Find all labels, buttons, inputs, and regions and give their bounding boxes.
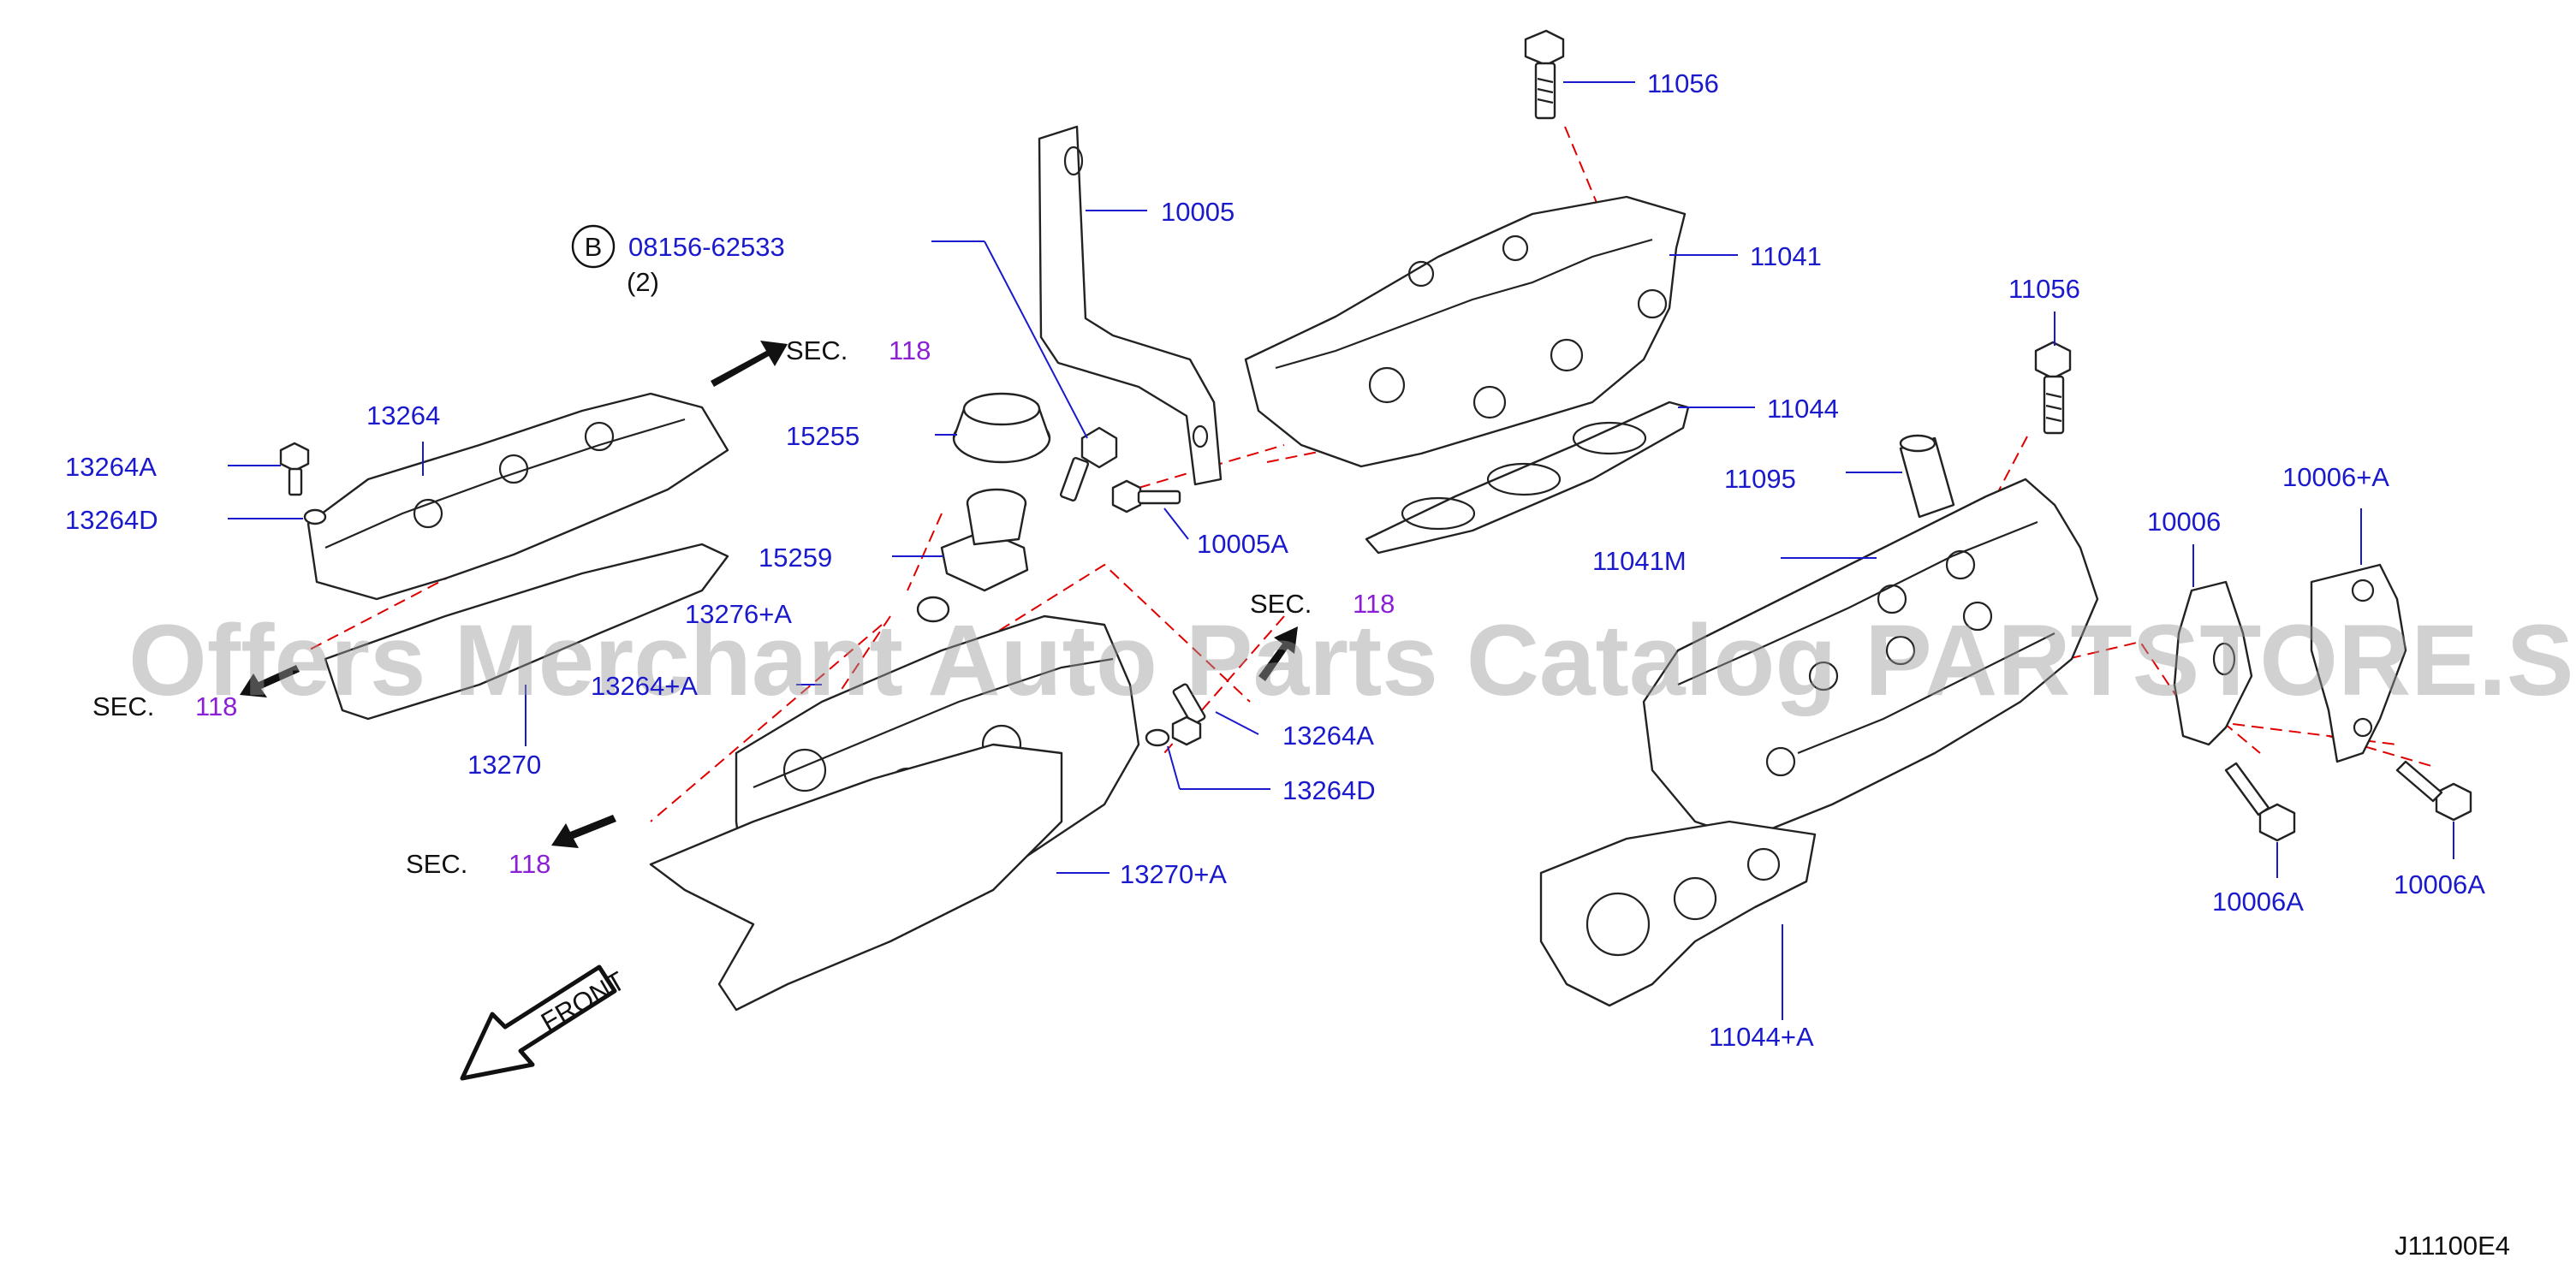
sec-label: SEC. bbox=[406, 849, 467, 879]
sec-reference-4[interactable]: SEC. 118 bbox=[406, 849, 550, 879]
sec-label: SEC. bbox=[1250, 589, 1312, 619]
head-gasket-11044A bbox=[1539, 820, 1817, 1007]
gasket-13270A bbox=[649, 743, 1063, 1012]
part-label-11044A[interactable]: 11044+A bbox=[1709, 1022, 1814, 1052]
sec-number[interactable]: 118 bbox=[195, 691, 237, 721]
part-label-10006A-right[interactable]: 10006A bbox=[2394, 869, 2485, 899]
part-label-15259[interactable]: 15259 bbox=[759, 543, 832, 573]
sec-label: SEC. bbox=[786, 335, 848, 365]
part-label-10006A-mid[interactable]: 10006A bbox=[2212, 887, 2304, 917]
part-label-11041M[interactable]: 11041M bbox=[1592, 546, 1687, 576]
bolt-13264A-right bbox=[1171, 683, 1206, 746]
part-label-10006[interactable]: 10006 bbox=[2147, 507, 2221, 537]
sec-arrows bbox=[240, 341, 1298, 848]
part-label-13264A-left[interactable]: 13264A bbox=[65, 452, 157, 482]
bolt-13264A-left bbox=[279, 442, 310, 496]
filler-neck-15259 bbox=[940, 488, 1029, 592]
part-label-13276A[interactable]: 13276+A bbox=[685, 599, 792, 629]
bracket-10006A-plus bbox=[2310, 563, 2407, 763]
bolt-11056-right bbox=[2034, 341, 2072, 435]
part-label-13264D-left[interactable]: 13264D bbox=[65, 505, 158, 535]
front-direction-arrow bbox=[460, 964, 617, 1081]
bolt-callout-quantity: (2) bbox=[627, 267, 659, 297]
oil-cap-15255 bbox=[952, 392, 1051, 464]
part-label-13270[interactable]: 13270 bbox=[467, 750, 541, 780]
rocker-cover-13264 bbox=[306, 392, 729, 601]
head-gasket-11044 bbox=[1365, 401, 1690, 555]
sec-label: SEC. bbox=[92, 691, 154, 721]
bolt-10006A-mid bbox=[2224, 762, 2296, 842]
cylinder-head-11041M bbox=[1642, 478, 2099, 840]
watermark-text: Offers Merchant Auto Parts Catalog PARTS… bbox=[128, 604, 2576, 717]
cylinder-head-11041 bbox=[1244, 195, 1687, 468]
sec-reference-2[interactable]: SEC. 118 bbox=[1250, 589, 1395, 619]
part-label-13264A-partial[interactable]: 13264+A bbox=[591, 671, 698, 701]
part-label-15255[interactable]: 15255 bbox=[786, 421, 860, 451]
bolt-marker-letter: B bbox=[585, 232, 603, 262]
part-label-11056-right[interactable]: 11056 bbox=[2008, 274, 2080, 304]
part-label-13264D-right[interactable]: 13264D bbox=[1282, 775, 1376, 805]
bracket-10006 bbox=[2173, 580, 2253, 746]
part-label-13270A[interactable]: 13270+A bbox=[1120, 859, 1227, 889]
bolt-10006A-right bbox=[2395, 760, 2472, 822]
part-label-11056-top[interactable]: 11056 bbox=[1647, 68, 1719, 98]
part-number-labels: 11056 10005 11041 11044 11056 11095 1104… bbox=[65, 68, 2485, 1052]
sec-number[interactable]: 118 bbox=[1353, 589, 1395, 619]
sec-number[interactable]: 118 bbox=[509, 849, 550, 879]
part-label-13264A-right[interactable]: 13264A bbox=[1282, 721, 1374, 751]
bolt-callout: B 08156-62533 (2) bbox=[571, 224, 785, 297]
washer-13264D-right bbox=[1145, 728, 1170, 747]
part-label-10006A-plus[interactable]: 10006+A bbox=[2282, 462, 2389, 492]
bolt-callout-part-number[interactable]: 08156-62533 bbox=[628, 232, 785, 262]
bolt-11056-top bbox=[1524, 29, 1565, 120]
leader-lines bbox=[228, 81, 2454, 1020]
diagram-code: J11100E4 bbox=[2395, 1231, 2510, 1261]
part-label-13264[interactable]: 13264 bbox=[366, 401, 440, 430]
part-label-10005A[interactable]: 10005A bbox=[1197, 529, 1288, 559]
gasket-13270 bbox=[324, 543, 729, 721]
part-label-11044[interactable]: 11044 bbox=[1767, 394, 1839, 424]
bolt-marker-circle bbox=[571, 224, 616, 269]
bolt-10005A bbox=[1111, 479, 1181, 513]
bolt-08156-62533 bbox=[1059, 426, 1118, 501]
sec-reference-3[interactable]: SEC. 118 bbox=[92, 691, 237, 721]
sec-number[interactable]: 118 bbox=[889, 335, 931, 365]
seal-13276A bbox=[916, 596, 950, 623]
washer-13264D-left bbox=[303, 508, 327, 525]
dowel-pin-11095 bbox=[1899, 434, 1955, 519]
part-label-11095[interactable]: 11095 bbox=[1724, 464, 1796, 494]
bracket-10005 bbox=[1038, 125, 1223, 486]
sec-reference-1[interactable]: SEC. 118 bbox=[786, 335, 931, 365]
part-label-11041[interactable]: 11041 bbox=[1750, 241, 1822, 271]
part-label-10005[interactable]: 10005 bbox=[1161, 197, 1234, 227]
